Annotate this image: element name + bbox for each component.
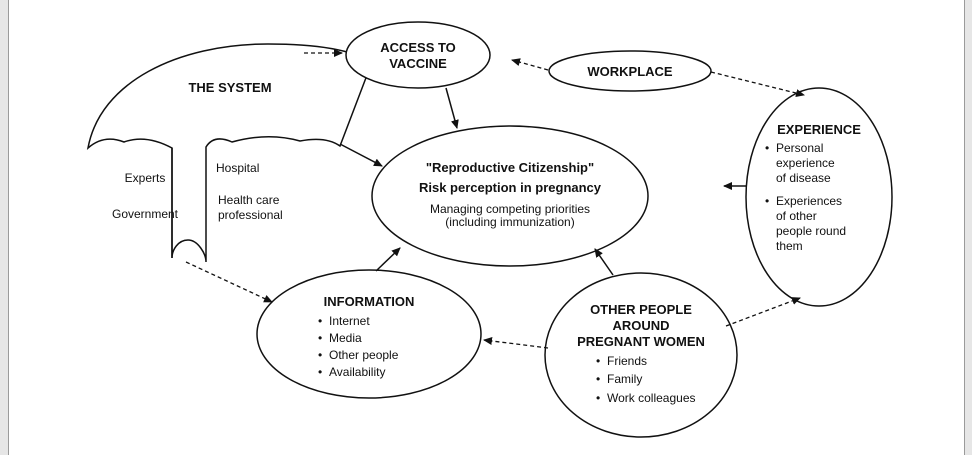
other-people-bullet-mark-2: • [596, 372, 600, 386]
system-item-health-care: Health care [218, 193, 280, 207]
vaccine-label-line1: ACCESS TO [380, 40, 456, 55]
other-people-node [544, 272, 738, 438]
system-item-hospital: Hospital [216, 161, 259, 175]
arrow-information-to-center [375, 247, 401, 272]
system-item-government: Government [112, 207, 179, 221]
arrow-system-to-information [185, 261, 273, 303]
arrow-workplace-to-experience [710, 71, 805, 97]
other-people-title-line3: PREGNANT WOMEN [577, 334, 705, 349]
experience-bullet-2-mark: • [765, 194, 769, 208]
arrow-other-people-to-information [483, 337, 549, 349]
other-people-bullet-1: Friends [607, 354, 647, 368]
workplace-node [548, 50, 712, 92]
experience-bullet-2-line4: them [776, 239, 803, 253]
information-bullet-2: Media [329, 331, 362, 345]
experience-bullet-2-line1: Experiences [776, 194, 842, 208]
center-title: "Reproductive Citizenship" [426, 160, 594, 175]
other-people-bullet-mark-1: • [596, 354, 600, 368]
arrow-workplace-vaccine [511, 58, 549, 71]
information-bullet-3: Other people [329, 348, 399, 362]
other-people-bullet-3: Work colleagues [607, 391, 696, 405]
arrow-other-people-to-experience [725, 297, 801, 327]
information-bullet-4: Availability [329, 365, 385, 379]
information-bullet-1: Internet [329, 314, 370, 328]
information-bullet-mark-3: • [318, 348, 322, 362]
experience-bullet-1-line2: experience [776, 156, 835, 170]
system-umbrella [86, 43, 373, 263]
information-bullet-mark-4: • [318, 365, 322, 379]
center-node [371, 125, 649, 267]
center-line1: Managing competing priorities [430, 202, 590, 216]
experience-node [745, 87, 893, 307]
information-bullet-mark-1: • [318, 314, 322, 328]
system-item-experts: Experts [125, 171, 166, 185]
experience-bullet-2-line2: of other [776, 209, 817, 223]
experience-bullet-2-line3: people round [776, 224, 846, 238]
arrow-system-to-center [339, 143, 383, 167]
other-people-title-line2: AROUND [612, 318, 669, 333]
workplace-label: WORKPLACE [587, 64, 673, 79]
system-title: THE SYSTEM [188, 80, 271, 95]
arrow-vaccine-to-center [445, 87, 459, 129]
vaccine-label-line2: VACCINE [389, 56, 447, 71]
information-node [256, 269, 482, 399]
experience-bullet-1-line1: Personal [776, 141, 823, 155]
other-people-bullet-mark-3: • [596, 391, 600, 405]
center-subtitle: Risk perception in pregnancy [419, 180, 602, 195]
information-title: INFORMATION [324, 294, 415, 309]
experience-title: EXPERIENCE [777, 122, 861, 137]
other-people-bullet-2: Family [607, 372, 642, 386]
experience-bullet-1-mark: • [765, 141, 769, 155]
center-line2: (including immunization) [445, 215, 574, 229]
system-item-professional: professional [218, 208, 283, 222]
experience-bullet-1-line3: of disease [776, 171, 831, 185]
arrow-other-people-to-center [594, 248, 614, 276]
vaccine-node [345, 21, 491, 89]
other-people-title-line1: OTHER PEOPLE [590, 302, 692, 317]
information-bullet-mark-2: • [318, 331, 322, 345]
